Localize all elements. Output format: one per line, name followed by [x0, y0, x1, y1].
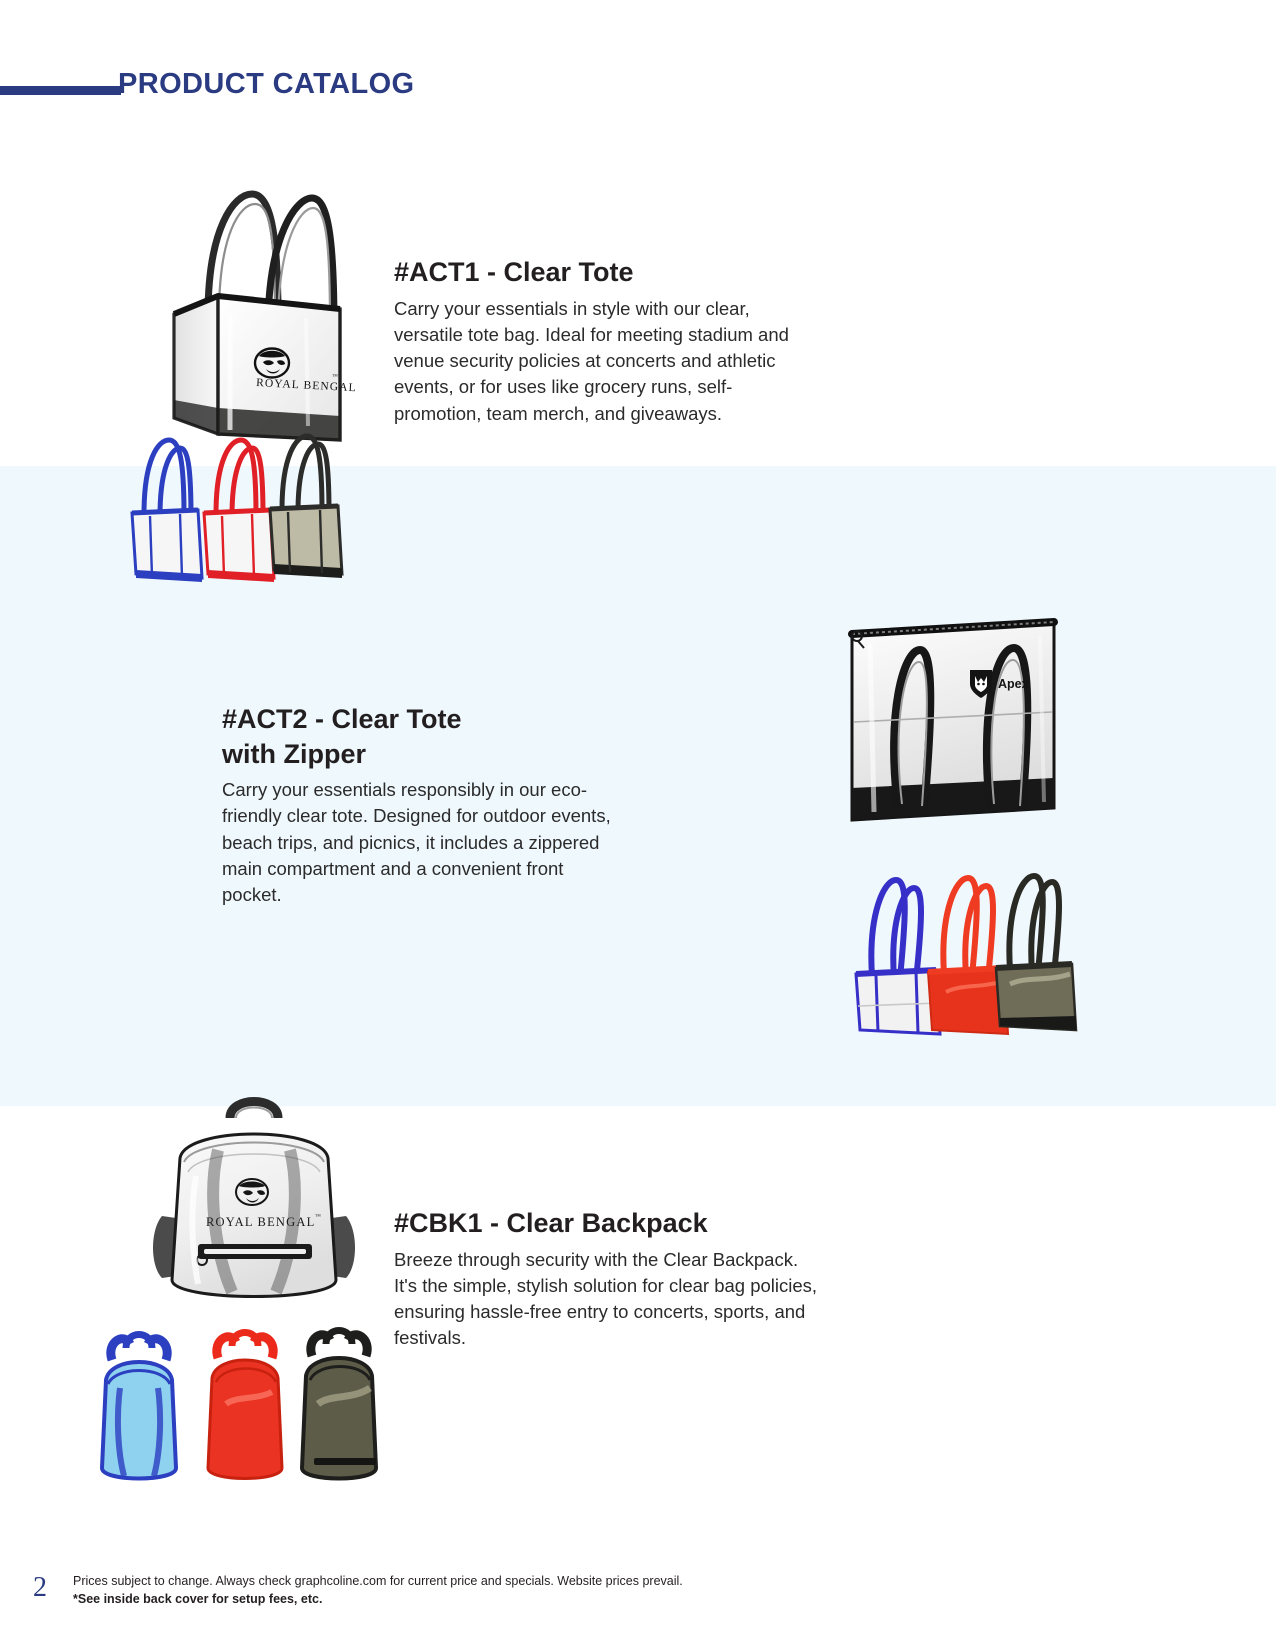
product-text-cbk1: #CBK1 - Clear Backpack Breeze through se…: [394, 1206, 824, 1352]
clear-backpack-hero-image: ROYAL BENGAL ™: [140, 1080, 370, 1325]
svg-text:ROYAL BENGAL: ROYAL BENGAL: [256, 377, 357, 394]
product-images-act1: ROYAL BENGAL ™: [120, 168, 380, 608]
product-title-cbk1: #CBK1 - Clear Backpack: [394, 1208, 708, 1238]
zipper-tote-variant-smoke: [994, 872, 1078, 1032]
footer-disclaimer: Prices subject to change. Always check g…: [73, 1572, 683, 1608]
page-header: PRODUCT CATALOG: [0, 68, 1276, 112]
svg-text:™: ™: [315, 1214, 321, 1220]
header-rule: [0, 86, 121, 95]
product-title-act1: #ACT1 - Clear Tote: [394, 257, 634, 287]
clear-tote-hero-image: ROYAL BENGAL ™: [156, 168, 376, 448]
svg-text:™: ™: [332, 374, 338, 380]
backpack-variant-blue: [99, 1331, 179, 1481]
zipper-tote-variant-blue: [854, 876, 942, 1036]
product-images-act2: Apex: [840, 612, 1090, 1057]
tote-variant-red: [202, 437, 276, 582]
tote-variant-smoke: [268, 433, 344, 578]
zipper-tote-variant-row: [850, 858, 1080, 1048]
clear-tote-zipper-hero-image: Apex: [840, 612, 1080, 852]
footer-line-2: *See inside back cover for setup fees, e…: [73, 1592, 323, 1607]
product-text-act2: #ACT2 - Clear Tote with Zipper Carry you…: [222, 702, 622, 908]
backpack-variant-red: [206, 1329, 284, 1480]
product-images-cbk1: ROYAL BENGAL ™: [90, 1080, 390, 1500]
tiger-head-logo: [253, 347, 291, 379]
tote-variant-row: [120, 418, 370, 598]
page-footer: 2 Prices subject to change. Always check…: [0, 1568, 1276, 1628]
backpack-variant-smoke: [299, 1327, 379, 1481]
zipper-tote-variant-red: [926, 874, 1010, 1036]
page-title: PRODUCT CATALOG: [118, 68, 415, 100]
tote-variant-blue: [130, 437, 204, 582]
fox-shield-logo: [970, 670, 992, 698]
tiger-head-logo: [235, 1178, 269, 1206]
product-title-act2: #ACT2 - Clear Tote with Zipper: [222, 704, 462, 769]
svg-text:Apex: Apex: [998, 677, 1029, 691]
product-description-act2: Carry your essentials responsibly in our…: [222, 779, 611, 906]
page-number: 2: [33, 1572, 47, 1603]
footer-line-1: Prices subject to change. Always check g…: [73, 1574, 683, 1588]
backpack-variant-row: [90, 1308, 390, 1493]
product-description-act1: Carry your essentials in style with our …: [394, 297, 789, 424]
product-description-cbk1: Breeze through security with the Clear B…: [394, 1248, 818, 1349]
svg-text:ROYAL BENGAL: ROYAL BENGAL: [206, 1215, 315, 1229]
product-text-act1: #ACT1 - Clear Tote Carry your essentials…: [394, 255, 794, 427]
